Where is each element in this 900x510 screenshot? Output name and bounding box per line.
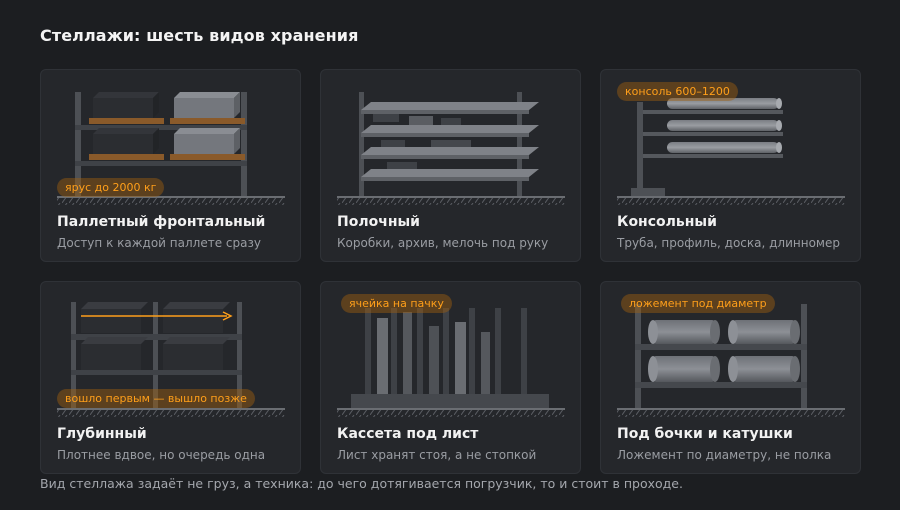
card-desc: Ложемент по диаметру, не полка	[617, 448, 832, 462]
card-desc: Коробки, архив, мелочь под руку	[337, 236, 549, 250]
arm-length-badge: консоль 600–1200	[617, 82, 738, 101]
card-title: Полочный	[337, 214, 420, 230]
sheet-cassette-icon	[337, 308, 565, 417]
card-desc: Лист хранят стоя, а не стопкой	[337, 448, 537, 462]
drum-rack-icon	[617, 304, 845, 417]
card-shelf-rack[interactable]: Полочный Коробки, архив, мелочь под руку	[320, 69, 581, 262]
card-desc: Доступ к каждой паллете сразу	[57, 236, 261, 250]
cradle-badge: ложемент под диаметр	[621, 294, 775, 313]
rack-types-grid: ярус до 2000 кг Паллетный фронтальный До…	[40, 69, 861, 474]
card-cantilever-rack[interactable]: консоль 600–1200 Консольный Труба, профи…	[600, 69, 861, 262]
card-title: Под бочки и катушки	[617, 426, 793, 442]
card-desc: Плотнее вдвое, но очередь одна	[57, 448, 266, 462]
order-badge: вошло первым — вышло позже	[57, 389, 255, 408]
pallet-rack-icon	[57, 92, 285, 205]
footnote: Вид стеллажа задаёт не груз, а техника: …	[40, 476, 683, 491]
card-title: Кассета под лист	[337, 426, 479, 442]
card-title: Консольный	[617, 214, 717, 230]
card-pallet-rack[interactable]: ярус до 2000 кг Паллетный фронтальный До…	[40, 69, 301, 262]
drive-in-rack-icon	[57, 302, 285, 417]
cell-badge: ячейка на пачку	[341, 294, 452, 313]
card-title: Паллетный фронтальный	[57, 214, 266, 230]
page-title: Стеллажи: шесть видов хранения	[40, 26, 359, 45]
card-drive-in-rack[interactable]: вошло первым — вышло позже Глубинный Пло…	[40, 281, 301, 474]
shelf-rack-icon	[337, 92, 565, 205]
card-desc: Труба, профиль, доска, длинномер	[617, 236, 840, 250]
load-badge: ярус до 2000 кг	[57, 178, 165, 197]
card-sheet-cassette[interactable]: ячейка на пачку Кассета под лист Лист хр…	[320, 281, 581, 474]
card-title: Глубинный	[57, 426, 147, 442]
card-drum-rack[interactable]: ложемент под диаметр Под бочки и катушки…	[600, 281, 861, 474]
cantilever-rack-icon	[617, 98, 845, 205]
